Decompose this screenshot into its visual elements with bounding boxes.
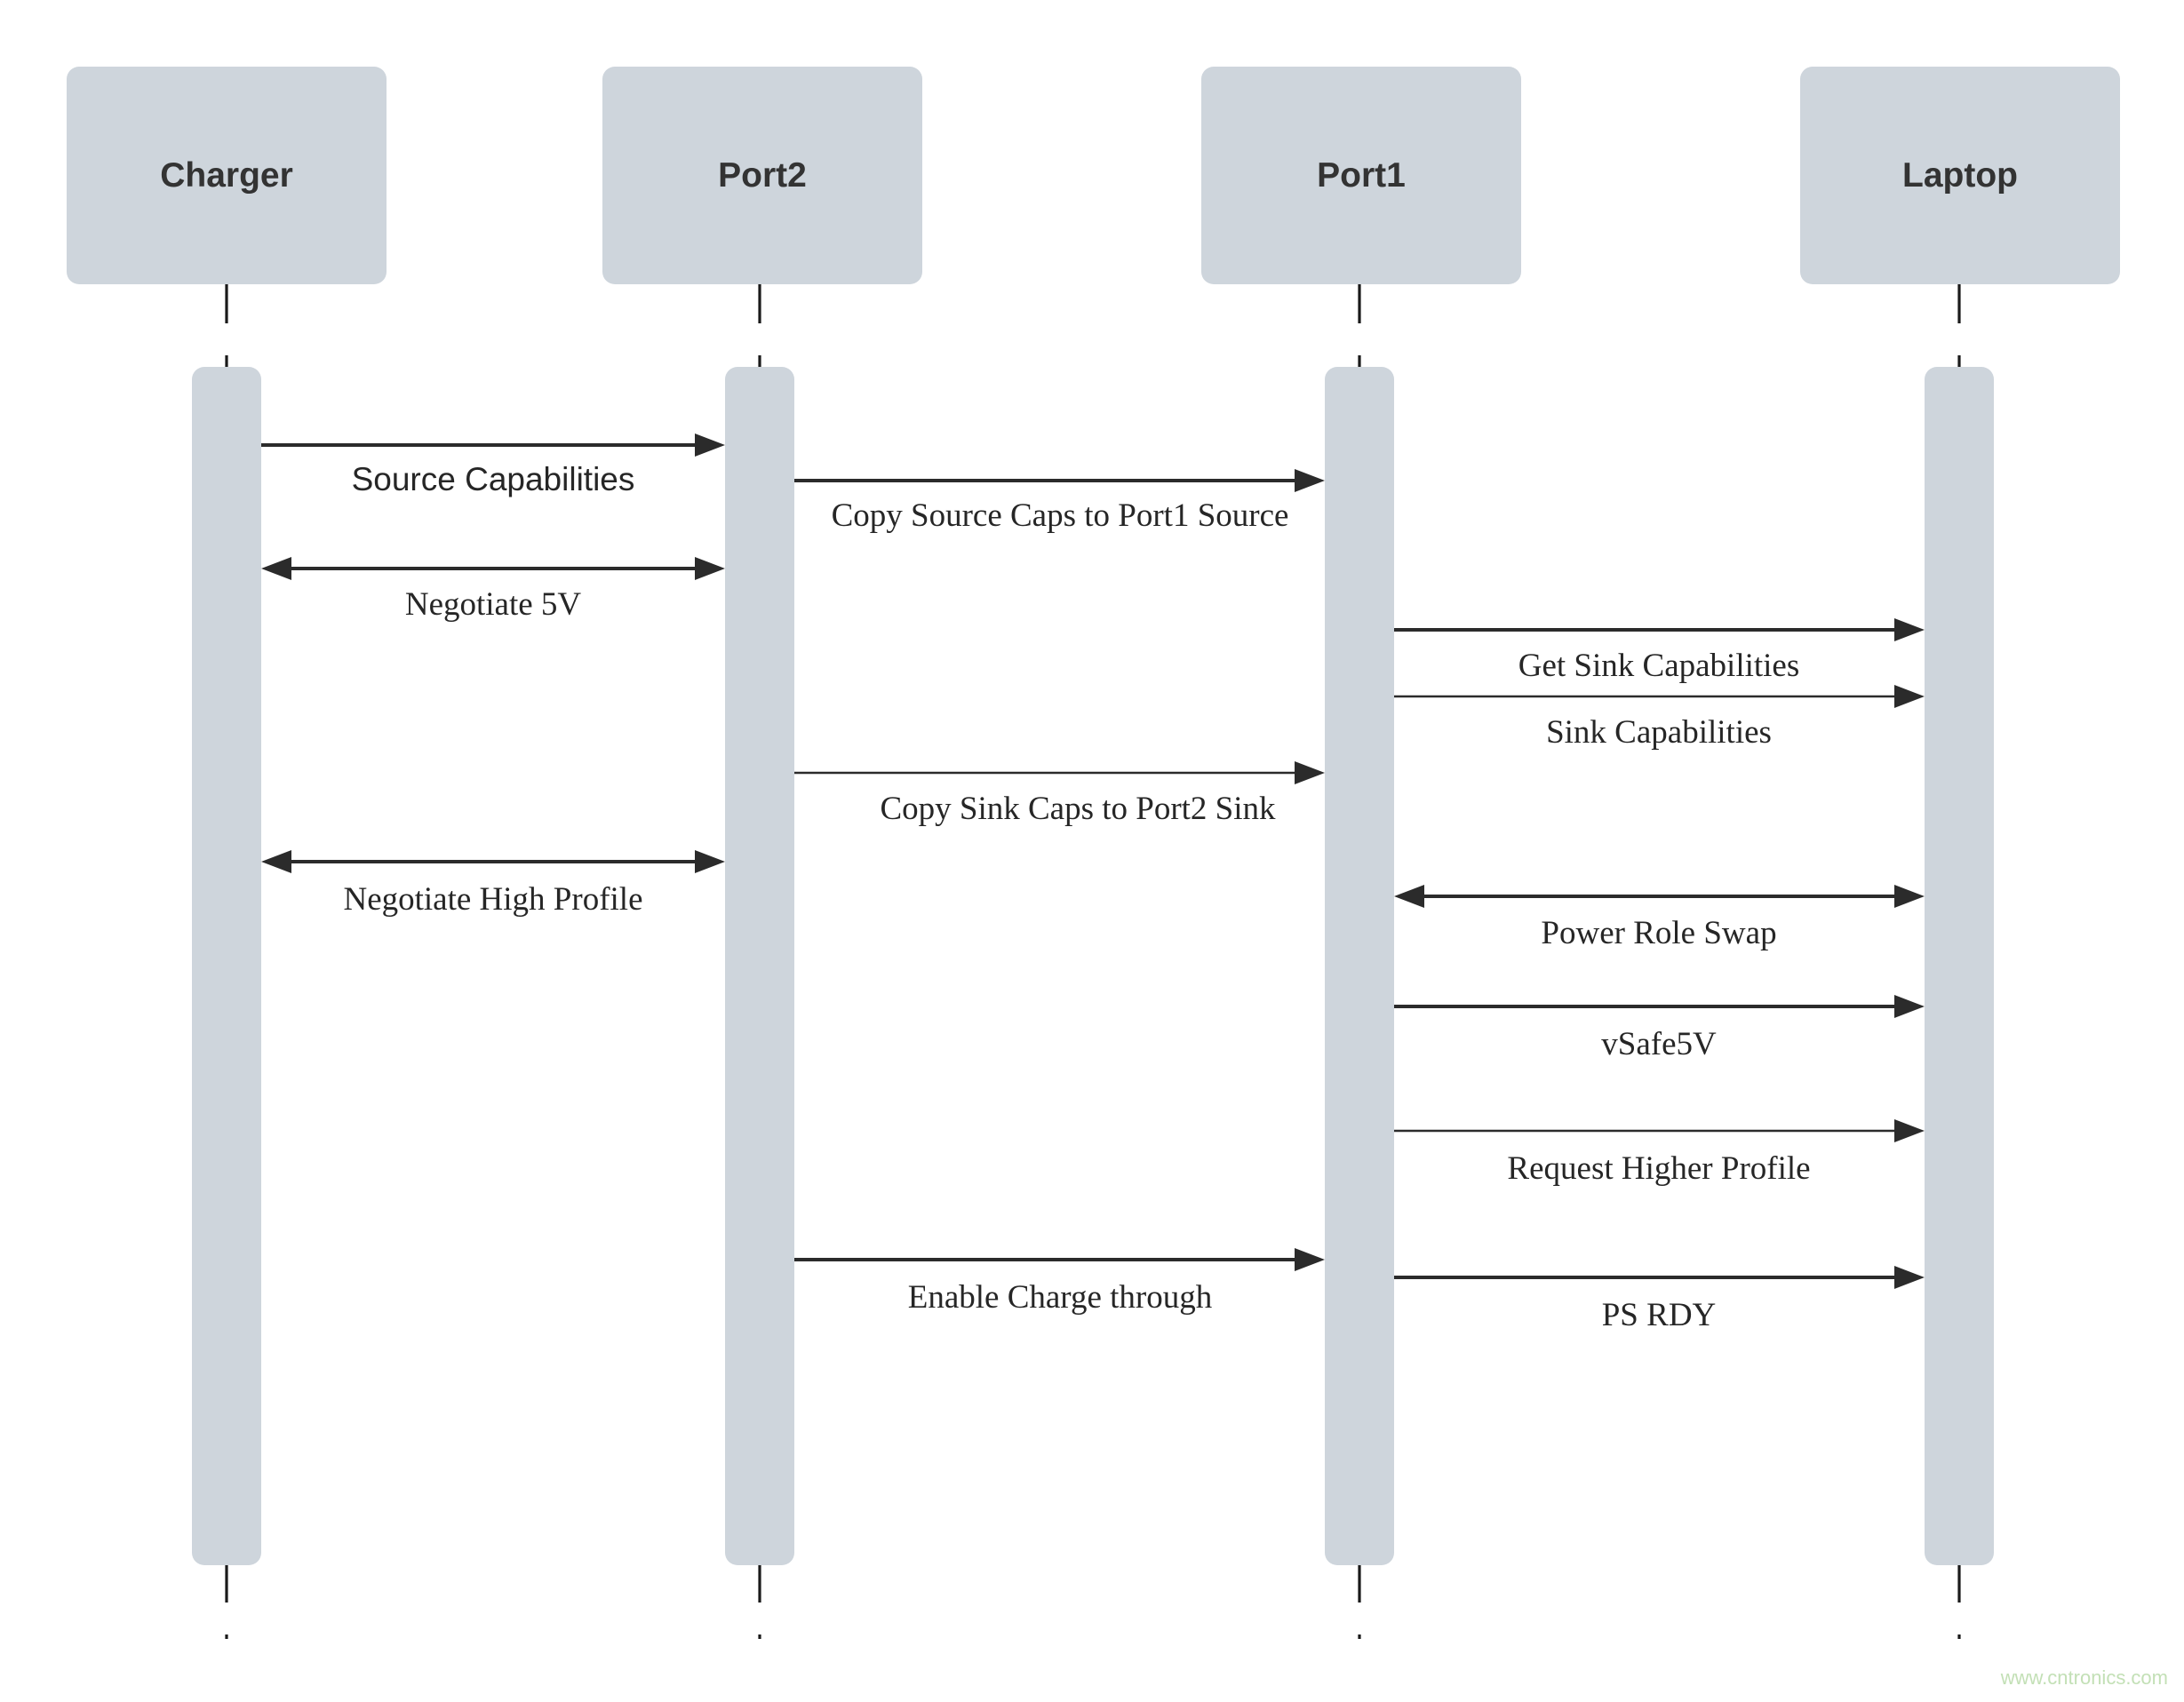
message-copy-source-caps[interactable]: Copy Source Caps to Port1 Source: [794, 469, 1325, 534]
arrowhead-reverse-copy-sink-caps: [1295, 761, 1325, 784]
message-source-capabilities[interactable]: Source Capabilities: [261, 433, 725, 497]
arrowhead-reverse-request-higher-profile: [1894, 1119, 1925, 1142]
activation-bar-laptop: [1925, 367, 1994, 1565]
arrowhead-forward-source-capabilities: [695, 433, 725, 457]
actor-port1[interactable]: Port1: [1201, 67, 1521, 284]
arrowhead-forward-power-role-swap: [1894, 885, 1925, 908]
message-label-negotiate-high-profile: Negotiate High Profile: [343, 881, 642, 918]
message-label-vsafe5v: vSafe5V: [1601, 1026, 1717, 1062]
message-label-enable-charge-through: Enable Charge through: [908, 1279, 1213, 1316]
actors-layer: Charger Port2 Port1 Laptop: [67, 67, 2120, 284]
message-label-negotiate-5v: Negotiate 5V: [405, 586, 582, 623]
actor-port2[interactable]: Port2: [602, 67, 922, 284]
actor-box-charger: [67, 67, 387, 284]
activations-layer: [192, 367, 1994, 1565]
message-ps-rdy[interactable]: PS RDY: [1394, 1266, 1925, 1333]
arrowhead-reverse-negotiate-high-profile: [261, 850, 291, 873]
arrowhead-forward-negotiate-5v: [695, 557, 725, 580]
watermark: www.cntronics.com: [2000, 1666, 2168, 1689]
message-negotiate-5v[interactable]: Negotiate 5V: [261, 557, 725, 623]
activation-bar-port2: [725, 367, 794, 1565]
arrowhead-forward-ps-rdy: [1894, 1266, 1925, 1289]
message-label-request-higher-profile: Request Higher Profile: [1507, 1150, 1810, 1187]
actor-box-port2: [602, 67, 922, 284]
message-label-copy-sink-caps: Copy Sink Caps to Port2 Sink: [880, 791, 1276, 827]
message-label-source-capabilities: Source Capabilities: [352, 461, 635, 497]
message-copy-sink-caps[interactable]: Copy Sink Caps to Port2 Sink: [794, 761, 1325, 827]
watermark-layer: www.cntronics.com: [2000, 1666, 2168, 1689]
message-negotiate-high-profile[interactable]: Negotiate High Profile: [261, 850, 725, 918]
message-label-ps-rdy: PS RDY: [1602, 1297, 1717, 1333]
message-request-higher-profile[interactable]: Request Higher Profile: [1394, 1119, 1925, 1187]
arrowhead-forward-enable-charge-through: [1295, 1248, 1325, 1271]
arrowhead-forward-negotiate-high-profile: [695, 850, 725, 873]
activation-bar-charger: [192, 367, 261, 1565]
message-label-get-sink-capabilities: Get Sink Capabilities: [1518, 648, 1800, 684]
message-label-copy-source-caps: Copy Source Caps to Port1 Source: [832, 497, 1289, 534]
actor-label-port1: Port1: [1317, 156, 1406, 195]
activation-bar-port1: [1325, 367, 1394, 1565]
actor-box-laptop: [1800, 67, 2120, 284]
arrowhead-reverse-power-role-swap: [1394, 885, 1424, 908]
arrowhead-forward-copy-source-caps: [1295, 469, 1325, 492]
message-power-role-swap[interactable]: Power Role Swap: [1394, 885, 1925, 951]
actor-label-laptop: Laptop: [1902, 156, 2018, 195]
message-label-sink-capabilities: Sink Capabilities: [1546, 714, 1772, 751]
actor-label-charger: Charger: [160, 156, 293, 195]
arrowhead-forward-vsafe5v: [1894, 995, 1925, 1018]
arrowhead-reverse-negotiate-5v: [261, 557, 291, 580]
arrowhead-forward-get-sink-capabilities: [1894, 618, 1925, 641]
message-vsafe5v[interactable]: vSafe5V: [1394, 995, 1925, 1062]
message-get-sink-capabilities[interactable]: Get Sink Capabilities: [1394, 618, 1925, 684]
message-sink-capabilities[interactable]: Sink Capabilities: [1394, 685, 1925, 751]
actor-charger[interactable]: Charger: [67, 67, 387, 284]
message-enable-charge-through[interactable]: Enable Charge through: [794, 1248, 1325, 1316]
message-label-power-role-swap: Power Role Swap: [1541, 915, 1776, 951]
actor-label-port2: Port2: [718, 156, 807, 195]
actor-box-port1: [1201, 67, 1521, 284]
arrowhead-reverse-sink-capabilities: [1894, 685, 1925, 708]
actor-laptop[interactable]: Laptop: [1800, 67, 2120, 284]
